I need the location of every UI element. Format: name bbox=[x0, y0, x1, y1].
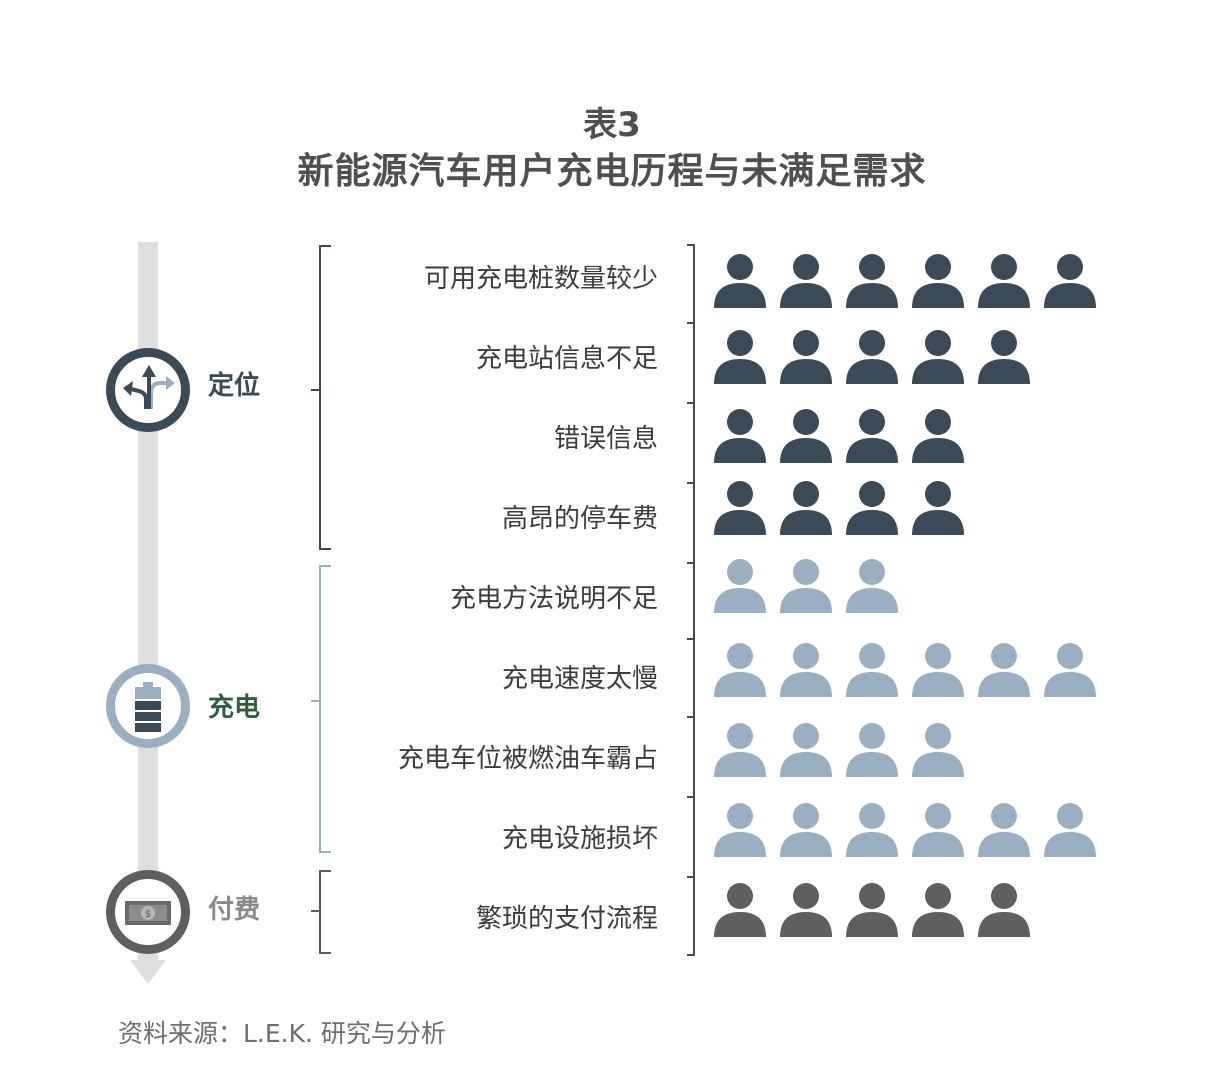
need-label: 繁琐的支付流程 bbox=[475, 904, 658, 934]
bracket-tick-locate bbox=[311, 389, 319, 391]
person-icons-row bbox=[713, 480, 977, 536]
divider-tick bbox=[687, 954, 695, 956]
person-icon bbox=[846, 409, 898, 463]
person-icon bbox=[912, 330, 964, 384]
person-icon bbox=[978, 254, 1030, 308]
person-icons-row bbox=[713, 642, 1109, 698]
divider-tick bbox=[687, 876, 695, 878]
source-note: 资料来源：L.E.K. 研究与分析 bbox=[118, 1019, 446, 1048]
need-label: 充电站信息不足 bbox=[475, 344, 658, 374]
person-icon bbox=[846, 803, 898, 857]
bracket-tick-pay bbox=[311, 910, 319, 912]
stage-label-charge: 充电 bbox=[208, 693, 261, 723]
person-icons-row bbox=[713, 408, 977, 464]
person-icon bbox=[846, 883, 898, 937]
person-icon bbox=[714, 803, 766, 857]
divider-tick bbox=[687, 562, 695, 564]
person-icon bbox=[978, 803, 1030, 857]
person-icon bbox=[714, 409, 766, 463]
person-icon bbox=[780, 254, 832, 308]
person-icon bbox=[780, 883, 832, 937]
person-icon bbox=[780, 330, 832, 384]
row-divider bbox=[693, 244, 695, 956]
need-label: 充电设施损坏 bbox=[501, 824, 658, 854]
battery-icon bbox=[135, 682, 161, 732]
need-label: 充电车位被燃油车霸占 bbox=[397, 744, 658, 774]
bracket-pay bbox=[319, 870, 331, 954]
figure-number: 表3 bbox=[583, 105, 641, 145]
divider-tick bbox=[687, 482, 695, 484]
person-icon bbox=[912, 883, 964, 937]
bracket-locate bbox=[319, 245, 331, 550]
person-icon bbox=[780, 723, 832, 777]
need-label: 充电速度太慢 bbox=[501, 664, 658, 694]
person-icon bbox=[780, 559, 832, 613]
need-label: 充电方法说明不足 bbox=[449, 584, 658, 614]
person-icon bbox=[714, 481, 766, 535]
person-icons-row bbox=[713, 722, 977, 778]
need-label: 可用充电桩数量较少 bbox=[423, 264, 658, 294]
person-icon bbox=[780, 803, 832, 857]
divider-tick bbox=[687, 322, 695, 324]
stage-charge-circle bbox=[106, 664, 190, 748]
person-icon bbox=[780, 481, 832, 535]
banknote-icon: $ bbox=[125, 901, 171, 925]
person-icon bbox=[978, 643, 1030, 697]
person-icon bbox=[780, 409, 832, 463]
split-arrows-icon bbox=[123, 365, 175, 409]
timeline-arrow-down-icon bbox=[130, 960, 166, 984]
person-icons-row bbox=[713, 329, 1043, 385]
divider-tick bbox=[687, 716, 695, 718]
person-icon bbox=[846, 559, 898, 613]
person-icons-row bbox=[713, 882, 1043, 938]
person-icon bbox=[846, 254, 898, 308]
person-icon bbox=[846, 481, 898, 535]
stage-label-locate: 定位 bbox=[208, 371, 261, 401]
person-icon bbox=[846, 643, 898, 697]
person-icon bbox=[912, 254, 964, 308]
person-icon bbox=[714, 723, 766, 777]
need-label: 高昂的停车费 bbox=[501, 504, 658, 534]
bracket-charge bbox=[319, 565, 331, 853]
person-icon bbox=[714, 643, 766, 697]
divider-tick bbox=[687, 402, 695, 404]
person-icon bbox=[912, 723, 964, 777]
person-icon bbox=[846, 330, 898, 384]
person-icon bbox=[912, 803, 964, 857]
person-icon bbox=[714, 330, 766, 384]
person-icon bbox=[1044, 643, 1096, 697]
person-icon bbox=[714, 254, 766, 308]
person-icons-row bbox=[713, 558, 911, 614]
divider-tick bbox=[687, 638, 695, 640]
person-icon bbox=[912, 409, 964, 463]
person-icon bbox=[846, 723, 898, 777]
person-icon bbox=[714, 883, 766, 937]
person-icon bbox=[978, 883, 1030, 937]
bracket-tick-charge bbox=[311, 700, 319, 702]
person-icon bbox=[714, 559, 766, 613]
stage-locate-circle bbox=[106, 348, 190, 432]
stage-pay-circle: $ bbox=[106, 870, 190, 954]
svg-text:$: $ bbox=[145, 909, 151, 920]
figure-title: 新能源汽车用户充电历程与未满足需求 bbox=[297, 151, 927, 192]
person-icon bbox=[1044, 254, 1096, 308]
person-icon bbox=[1044, 803, 1096, 857]
person-icon bbox=[912, 481, 964, 535]
stage-label-pay: 付费 bbox=[208, 895, 261, 925]
person-icons-row bbox=[713, 253, 1109, 309]
need-label: 错误信息 bbox=[553, 424, 658, 454]
person-icon bbox=[978, 330, 1030, 384]
person-icons-row bbox=[713, 802, 1109, 858]
divider-tick bbox=[687, 796, 695, 798]
divider-tick bbox=[687, 244, 695, 246]
person-icon bbox=[912, 643, 964, 697]
person-icon bbox=[780, 643, 832, 697]
